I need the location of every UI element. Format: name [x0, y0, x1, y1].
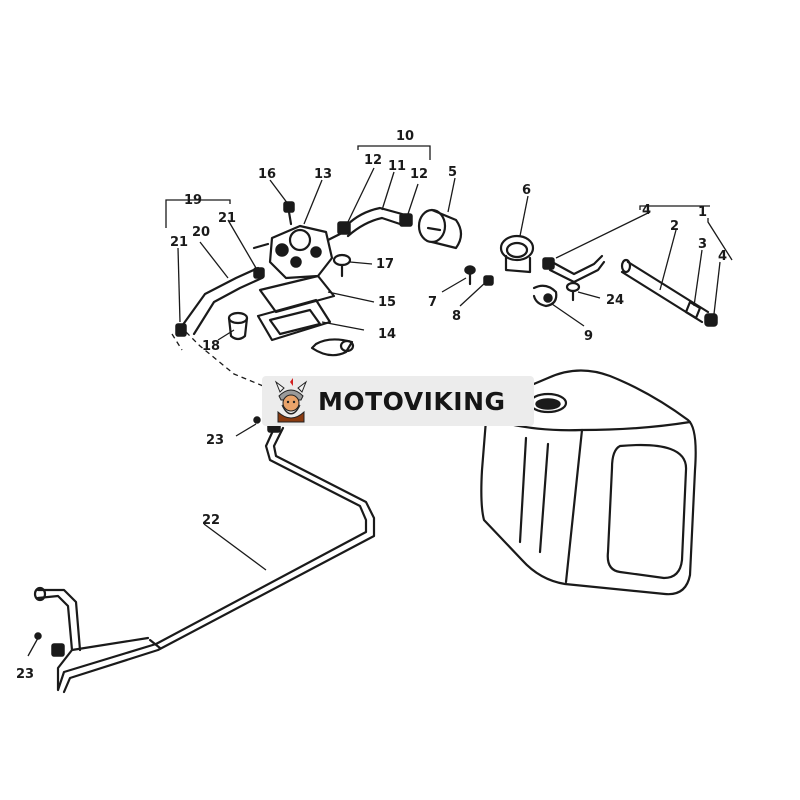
callout-21: 21: [170, 235, 188, 250]
callout-19: 19: [184, 193, 202, 208]
callout-4: 4: [642, 203, 651, 218]
watermark-text: MOTOVIKING: [318, 386, 506, 416]
callout-2: 2: [670, 219, 679, 234]
fuel-filter-5: [417, 208, 463, 250]
callout-24: 24: [606, 293, 624, 308]
fuel-line-22: [33, 416, 376, 694]
callout-21: 21: [218, 211, 236, 226]
callout-1: 1: [698, 205, 707, 220]
hose-2: [620, 258, 718, 327]
filler-hose: [310, 338, 355, 357]
sediment-cup-18: [227, 311, 249, 341]
screw-7: [464, 265, 476, 286]
watermark: MOTOVIKING: [262, 376, 534, 426]
callout-11: 11: [388, 159, 406, 174]
callout-14: 14: [378, 327, 396, 342]
callout-3: 3: [698, 237, 707, 252]
callout-15: 15: [378, 295, 396, 310]
callout-13: 13: [314, 167, 332, 182]
callout-22: 22: [202, 513, 220, 528]
callout-9: 9: [584, 329, 593, 344]
leader-lines: [27, 145, 733, 657]
callout-8: 8: [452, 309, 461, 324]
viking-mascot-icon: [274, 378, 308, 423]
bolt-16: [283, 201, 295, 226]
callout-6: 6: [522, 183, 531, 198]
return-hose: [171, 266, 269, 389]
callout-18: 18: [202, 339, 220, 354]
callout-17: 17: [376, 257, 394, 272]
callout-12: 12: [410, 167, 428, 182]
callout-20: 20: [192, 225, 210, 240]
callout-4: 4: [718, 249, 727, 264]
hose-11: [337, 206, 413, 238]
hose-1: [542, 254, 606, 284]
callout-7: 7: [428, 295, 437, 310]
callout-12: 12: [364, 153, 382, 168]
fuel-pump: [252, 224, 342, 342]
callout-labels: 1 2 3 4 4 5 6 7 8 9 10 11 12 12 13 14 15…: [16, 129, 727, 682]
callout-5: 5: [448, 165, 457, 180]
clip-9: [532, 284, 558, 308]
nut-8: [483, 275, 494, 286]
callout-10: 10: [396, 129, 414, 144]
callout-23: 23: [16, 667, 34, 682]
filter-bracket-6: [499, 234, 535, 274]
screw-17: [332, 253, 352, 278]
callout-16: 16: [258, 167, 276, 182]
bolt-24: [565, 281, 581, 302]
callout-23: 23: [206, 433, 224, 448]
